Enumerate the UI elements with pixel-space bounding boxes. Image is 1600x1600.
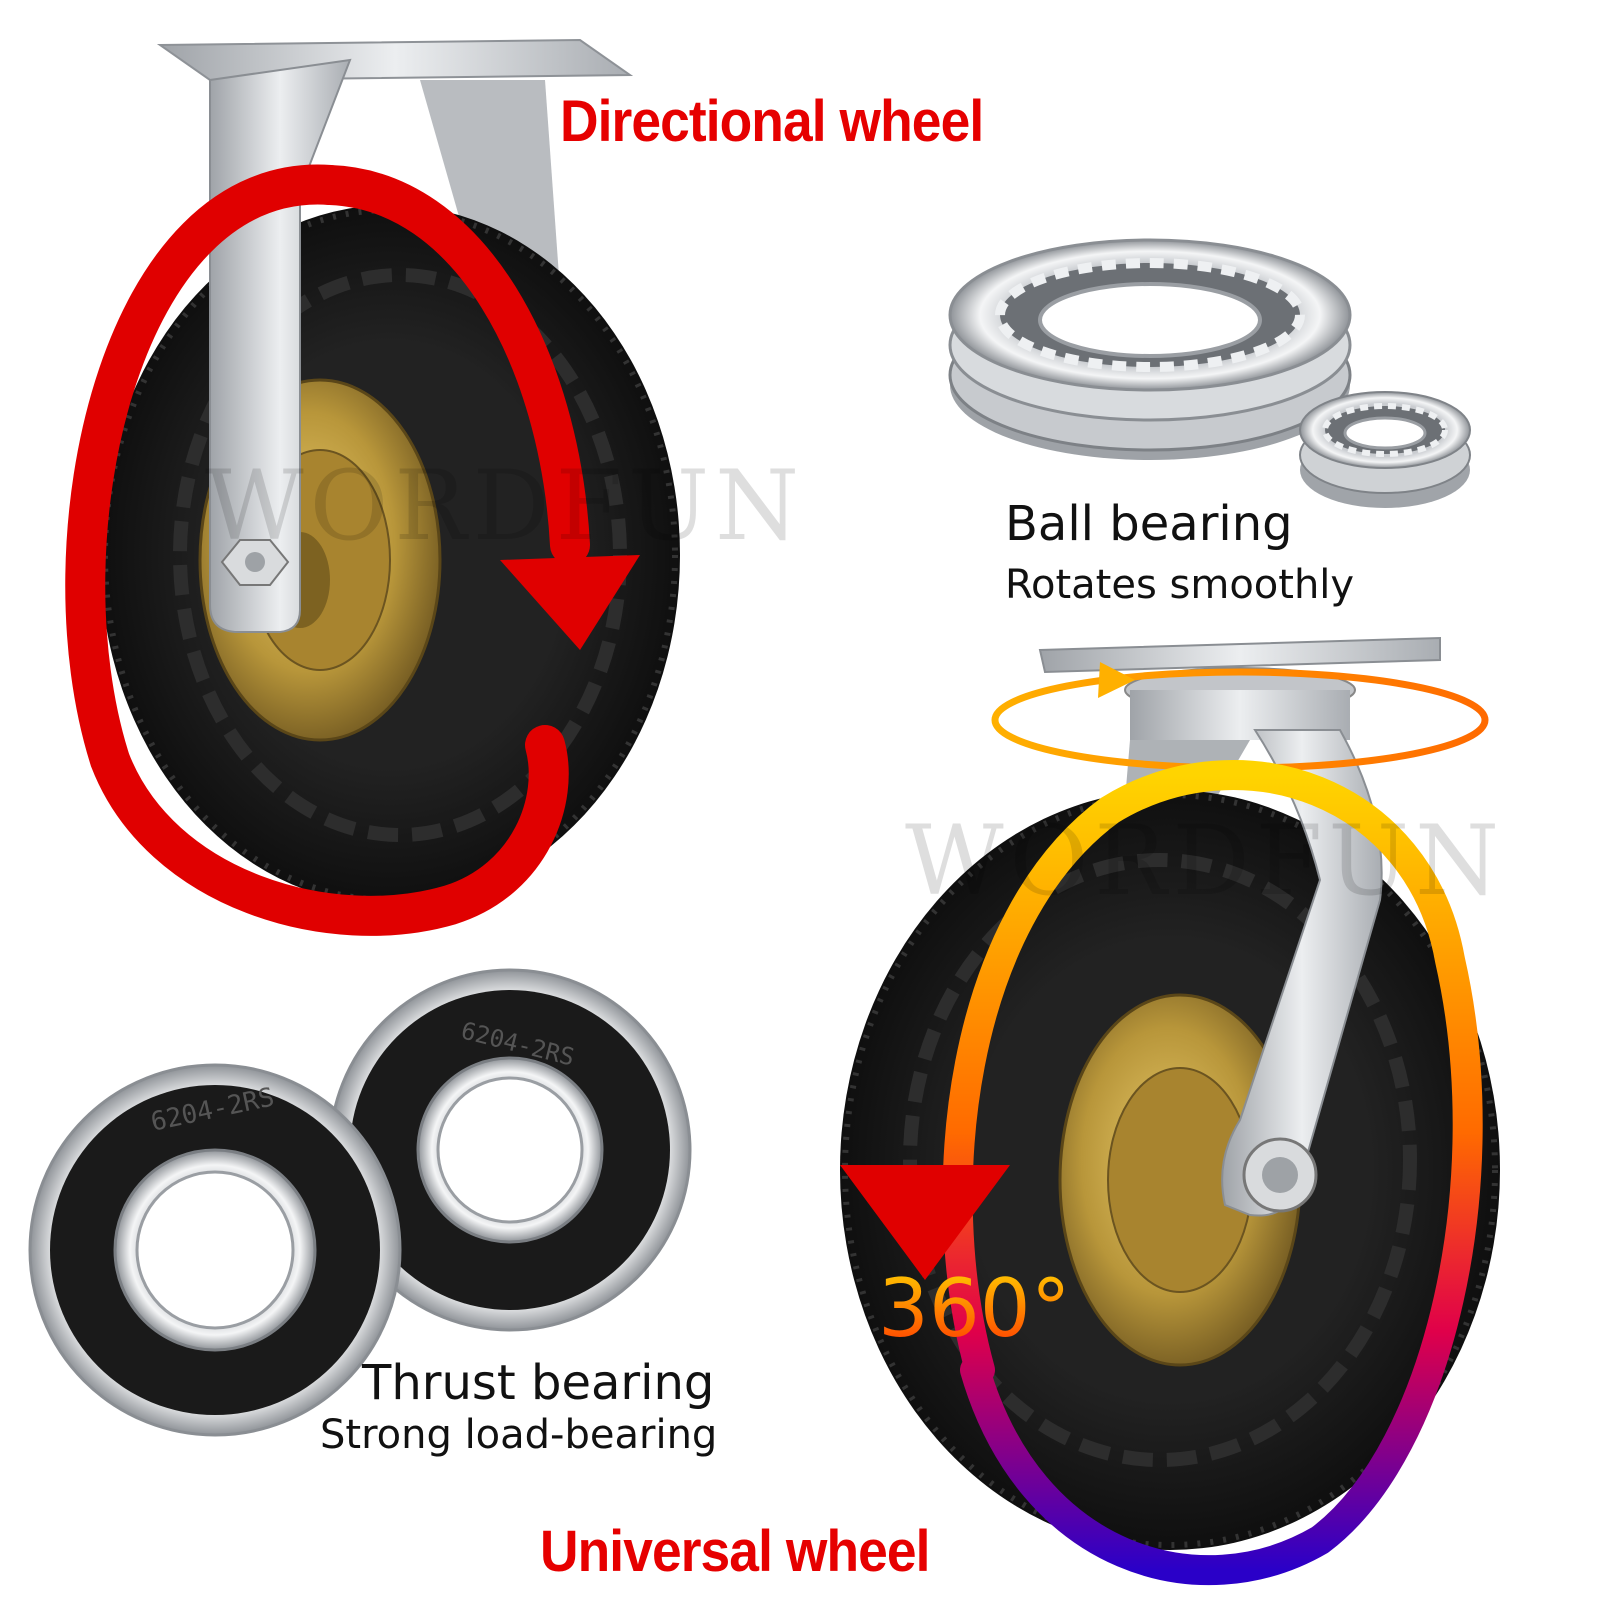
directional-wheel — [65, 38, 680, 936]
thrust-bearing-illustration — [28, 968, 692, 1437]
watermark-bottom: WORDFUN — [905, 805, 1506, 917]
rotation-angle-label: 360° — [878, 1262, 1071, 1355]
directional-wheel-title: Directional wheel — [560, 89, 984, 154]
thrust-bearing-subtitle: Strong load-bearing — [320, 1412, 718, 1458]
watermark-top: WORDFUN — [205, 450, 806, 562]
ball-bearing-subtitle: Rotates smoothly — [1005, 562, 1355, 608]
thrust-bearing-title: Thrust bearing — [362, 1355, 715, 1411]
ball-bearing-title: Ball bearing — [1005, 496, 1293, 552]
ball-bearing-illustration — [948, 238, 1471, 508]
universal-wheel-title: Universal wheel — [540, 1519, 930, 1584]
universal-wheel — [840, 636, 1500, 1586]
